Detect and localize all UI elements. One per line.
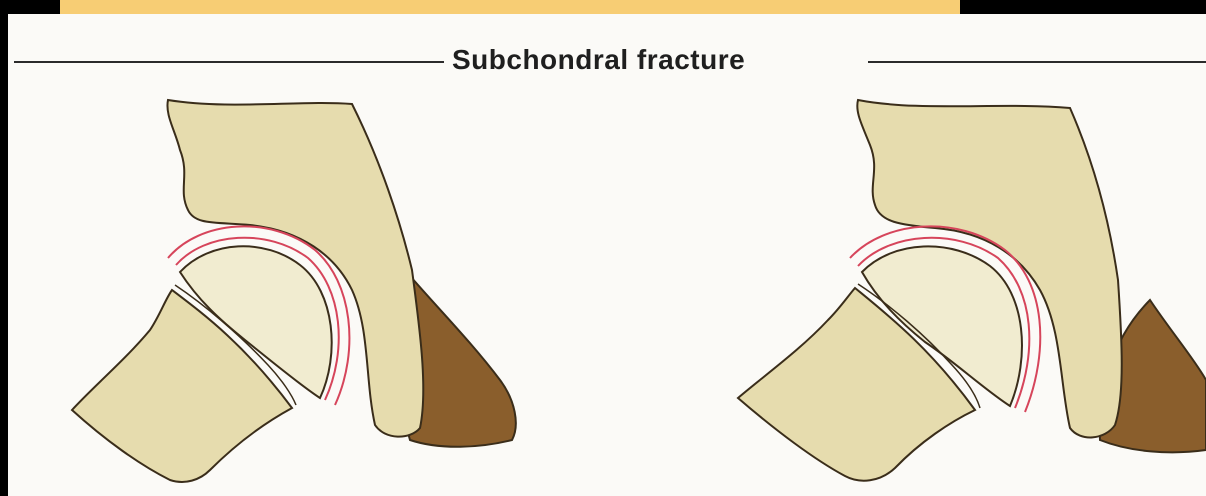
right-hip-joint	[738, 100, 1206, 481]
left-hip-joint	[72, 100, 516, 482]
